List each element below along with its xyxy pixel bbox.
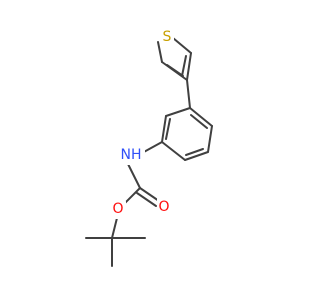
- sulfur-label: S: [163, 29, 172, 45]
- carbonyl-oxygen-label-background: [157, 197, 172, 216]
- bond-phenyl-inner-3: [165, 118, 171, 140]
- sulfur-label-background: [160, 27, 174, 47]
- bond-phenyl-e: [161, 115, 167, 143]
- bond-s-c2: [172, 37, 192, 54]
- bond-phenyl-c: [184, 151, 209, 161]
- bond-carbonyl-o-double-a: [139, 187, 160, 202]
- bond-layer: [85, 37, 213, 267]
- bond-thiophene-phenyl: [186, 79, 191, 109]
- bond-phenyl-inner-1: [190, 114, 208, 129]
- bond-nh-carbonyl: [127, 163, 141, 189]
- structure-canvas: S NH O O: [85, 27, 213, 267]
- nh-label-background: [119, 144, 145, 165]
- molecule-structure: S NH O O: [85, 27, 213, 267]
- bond-phenyl-b: [207, 125, 213, 153]
- bond-c2-c3: [186, 52, 192, 81]
- ester-oxygen-label: O: [112, 201, 123, 217]
- bond-c4-c5-inner: [166, 64, 184, 77]
- bond-carbonyl-ester-o: [123, 187, 141, 205]
- bond-carbonyl-o-double-b: [136, 192, 157, 207]
- bond-phenyl-nh: [141, 141, 163, 154]
- ester-oxygen-label-background: [111, 200, 126, 219]
- atom-layer: S NH O O: [111, 27, 174, 219]
- carbonyl-oxygen-label: O: [158, 199, 169, 215]
- nh-label: NH: [121, 147, 142, 163]
- bond-phenyl-a: [189, 107, 213, 127]
- bond-c2-c3-inner: [181, 55, 187, 77]
- bond-phenyl-f: [165, 107, 191, 117]
- bond-phenyl-inner-2: [185, 148, 204, 156]
- bond-s-c5: [157, 41, 163, 63]
- bond-phenyl-d: [161, 141, 186, 161]
